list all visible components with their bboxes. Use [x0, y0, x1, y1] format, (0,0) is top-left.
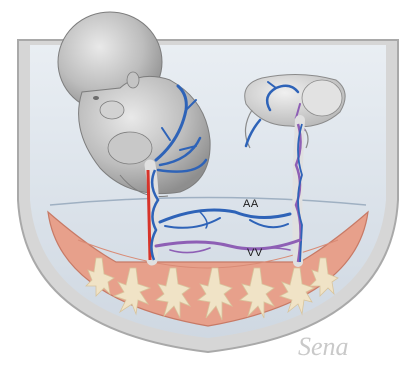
label-aa: AA: [243, 198, 259, 210]
label-vv: VV: [247, 247, 263, 259]
artist-signature: Sena: [298, 332, 349, 362]
